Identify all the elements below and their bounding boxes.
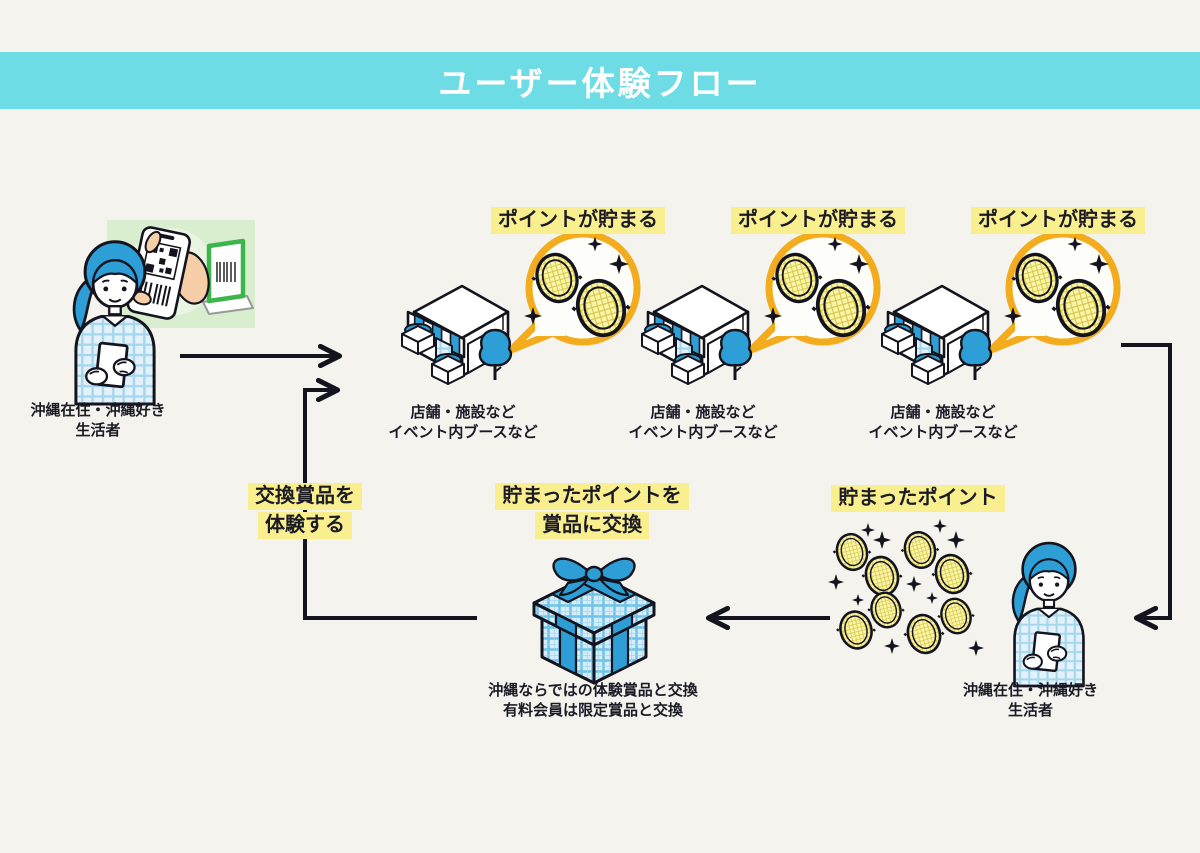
caption-line: 店舗・施設など: [410, 404, 516, 421]
points-bubble-icon-3: [987, 230, 1121, 354]
caption-line: 店舗・施設など: [890, 404, 996, 421]
right-user-caption: 沖縄在住・沖縄好き 生活者: [928, 681, 1133, 721]
caption-line: イベント内ブースなど: [868, 424, 1018, 441]
gift-box-icon: [532, 557, 656, 685]
caption-line: 店舗・施設など: [650, 404, 756, 421]
caption-line: イベント内ブースなど: [628, 424, 778, 441]
caption-line: 有料会員は限定賞品と交換: [502, 702, 683, 719]
store-icon-1: [401, 284, 513, 385]
points-bubble-icon-2: [747, 230, 881, 354]
left-user-icon: [72, 240, 156, 406]
caption-line: 沖縄ならではの体験賞品と交換: [488, 682, 698, 699]
left-user-caption: 沖縄在住・沖縄好き 生活者: [2, 401, 194, 441]
store-icon-2: [641, 284, 753, 385]
exchange-points-label: 貯まったポイントを 賞品に交換: [472, 483, 712, 541]
experience-prizes-label: 交換賞品を 体験する: [205, 483, 405, 541]
right-user-icon: [1011, 541, 1085, 688]
caption-line: 沖縄在住・沖縄好き: [962, 682, 1098, 699]
points-earned-label-1: ポイントが貯まる: [438, 207, 718, 236]
qr-scan-icon: [107, 220, 255, 328]
store-caption-2: 店舗・施設など イベント内ブースなど: [572, 403, 834, 443]
caption-line: 生活者: [75, 422, 121, 439]
store-caption-3: 店舗・施設など イベント内ブースなど: [812, 403, 1074, 443]
page-title: ユーザー体験フロー: [438, 64, 762, 102]
points-earned-label-3: ポイントが貯まる: [918, 207, 1198, 236]
store-icon-3: [881, 284, 993, 385]
header-banner: ユーザー体験フロー: [0, 52, 1200, 109]
caption-line: 沖縄在住・沖縄好き: [30, 402, 166, 419]
caption-line: 生活者: [1007, 702, 1053, 719]
store-caption-1: 店舗・施設など イベント内ブースなど: [332, 403, 594, 443]
points-bubble-icon-1: [507, 230, 641, 354]
arrow-stores-to-user: [1121, 343, 1172, 618]
gift-caption: 沖縄ならではの体験賞品と交換 有料会員は限定賞品と交換: [448, 681, 738, 721]
points-earned-label-2: ポイントが貯まる: [678, 207, 958, 236]
qr-stand: [202, 238, 254, 315]
accumulated-points-label: 貯まったポイント: [788, 485, 1048, 514]
coins-cluster-icon: [828, 519, 984, 659]
caption-line: イベント内ブースなど: [388, 424, 538, 441]
hand-with-phone: [126, 226, 210, 320]
